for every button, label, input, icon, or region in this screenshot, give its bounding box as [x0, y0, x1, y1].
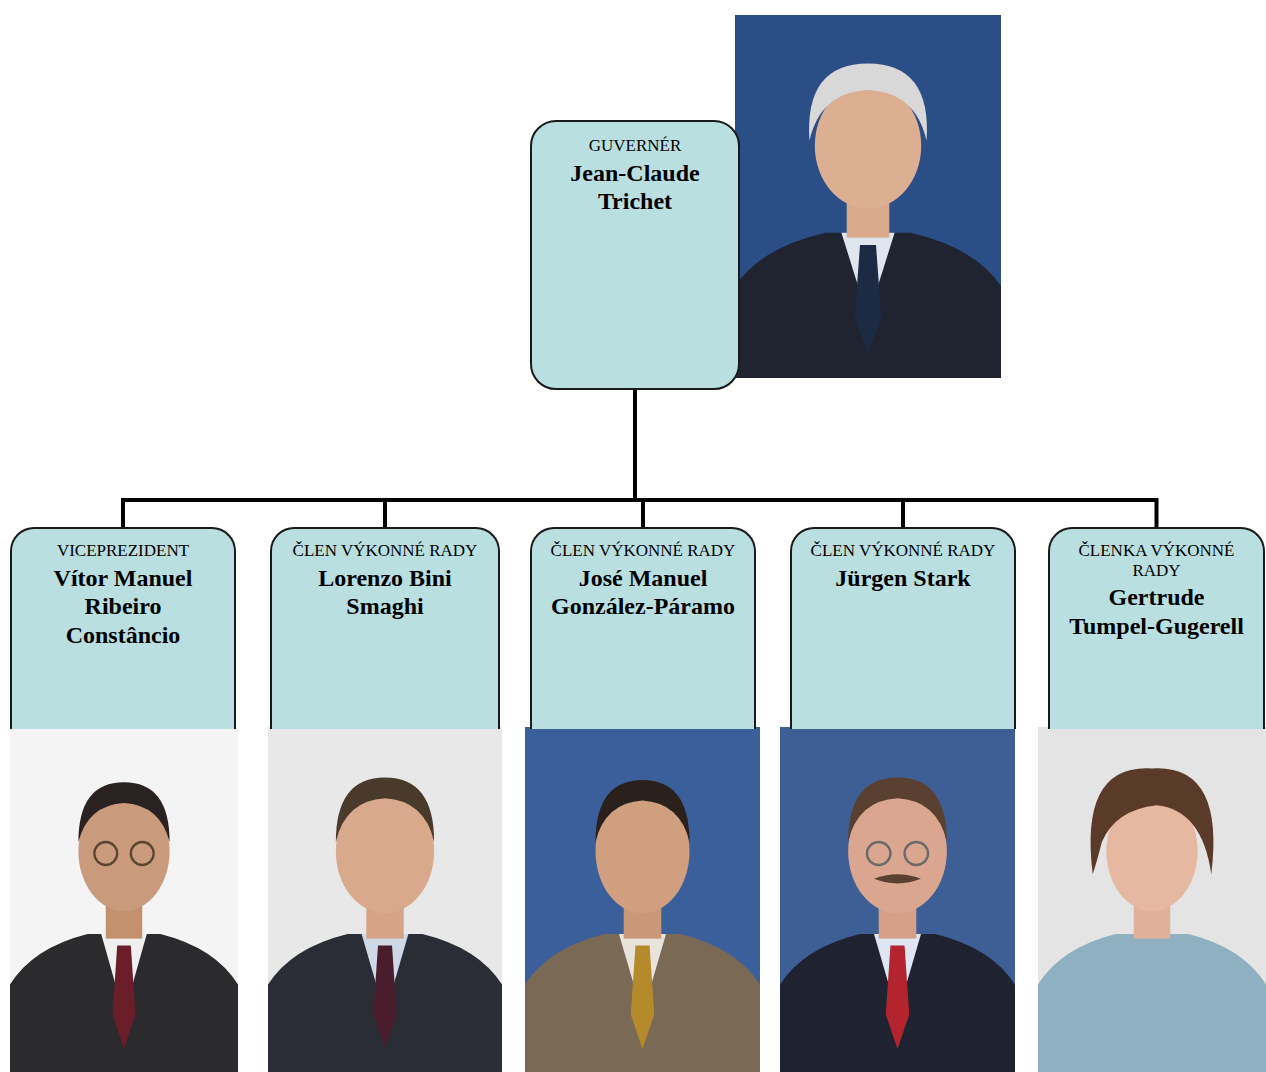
board-member-box: ČLENKA VÝKONNÉ RADYGertrude Tumpel-Guger…	[1048, 527, 1265, 729]
board-member-box: ČLEN VÝKONNÉ RADY José Manuel González-Pá…	[530, 527, 756, 729]
org-connector	[123, 390, 635, 527]
role-title: VICEPREZIDENT	[26, 541, 220, 561]
portrait-photo	[780, 727, 1015, 1072]
role-title: ČLEN VÝKONNÉ RADY	[286, 541, 484, 561]
governor-box: GUVERNÉR Jean-Claude Trichet	[530, 120, 740, 390]
board-member-box: VICEPREZIDENT Vítor Manuel Ribeiro Constâ…	[10, 527, 236, 729]
org-connector	[635, 390, 903, 527]
org-connector	[635, 390, 1157, 527]
person-name: Jürgen Stark	[806, 564, 1000, 593]
portrait-photo	[1038, 727, 1266, 1072]
role-title: ČLEN VÝKONNÉ RADY	[546, 541, 740, 561]
role-title: GUVERNÉR	[544, 136, 726, 156]
person-name: Gertrude Tumpel-Gugerell	[1064, 583, 1249, 641]
portrait-photo	[525, 727, 760, 1072]
person-name: Vítor Manuel Ribeiro Constâncio	[26, 564, 220, 650]
person-name: José Manuel González-Páramo	[546, 564, 740, 622]
portrait-photo	[10, 727, 238, 1072]
org-connector	[385, 390, 635, 527]
board-member-box: ČLEN VÝKONNÉ RADY Lorenzo Bini Smaghi	[270, 527, 500, 729]
portrait-photo	[735, 15, 1001, 378]
board-member-box: ČLEN VÝKONNÉ RADY Jürgen Stark	[790, 527, 1016, 729]
person-name: Jean-Claude Trichet	[544, 159, 726, 217]
role-title: ČLENKA VÝKONNÉ RADY	[1064, 541, 1249, 580]
role-title: ČLEN VÝKONNÉ RADY	[806, 541, 1000, 561]
person-name: Lorenzo Bini Smaghi	[286, 564, 484, 622]
portrait-photo	[268, 727, 502, 1072]
